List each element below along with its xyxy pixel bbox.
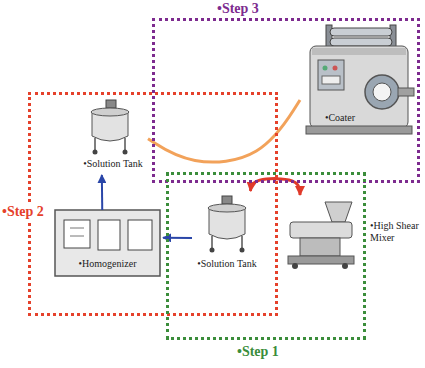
solution-tank-lower xyxy=(241,236,243,248)
solution-tank: •Solution Tank xyxy=(78,98,148,172)
coater-machine xyxy=(365,75,399,109)
coater-machine xyxy=(333,66,338,71)
solution-tank-upper xyxy=(93,150,98,155)
equipment-label: •Coater xyxy=(316,112,364,124)
step-heading: •Step 2 xyxy=(0,204,46,220)
coater-machine xyxy=(306,126,412,134)
homogenizer-machine xyxy=(98,220,120,250)
solution-tank-upper xyxy=(124,138,126,150)
solution-tank-upper xyxy=(106,100,116,108)
coater-machine xyxy=(330,38,392,46)
high-shear-mixer-machine xyxy=(300,238,340,256)
step-region: •Step 1•Solution Tank•High Shear Mixer xyxy=(166,172,366,340)
homogenizer-machine xyxy=(55,210,160,276)
solution-tank-upper xyxy=(123,150,128,155)
homogenizer-machine xyxy=(128,220,152,250)
high-shear-mixer: •High Shear Mixer xyxy=(283,198,420,272)
solution-tank: •Solution Tank xyxy=(192,194,262,272)
solution-tank-lower xyxy=(211,236,213,248)
solution-tank-lower xyxy=(209,208,245,239)
homogenizer-machine xyxy=(70,228,84,229)
coater-machine xyxy=(306,25,414,134)
coater-machine xyxy=(330,28,392,36)
coater-unit: •Coater xyxy=(300,25,412,150)
solution-tank-lower xyxy=(208,204,246,212)
coater-machine xyxy=(318,60,344,90)
step-region: •Step 3•Coater xyxy=(152,18,420,183)
coater-machine xyxy=(310,46,408,128)
high-shear-mixer-machine xyxy=(288,256,354,264)
coater-machine xyxy=(398,88,414,96)
homogenizer-machine xyxy=(64,220,90,248)
equipment-label: •Solution Tank xyxy=(192,258,262,270)
homogenizer-machine xyxy=(55,210,160,276)
solution-tank-lower xyxy=(240,248,245,253)
homogenizer-machine xyxy=(70,236,84,237)
solution-tank-upper xyxy=(91,108,129,116)
high-shear-mixer-machine xyxy=(290,222,352,238)
solution-tank-lower xyxy=(210,248,215,253)
high-shear-mixer-machine xyxy=(325,202,352,222)
equipment-label: •High Shear Mixer xyxy=(370,220,420,243)
step-heading: •Step 1 xyxy=(235,344,281,360)
solution-tank-lower xyxy=(222,196,232,204)
flow-connector xyxy=(101,175,103,210)
solution-tank-upper xyxy=(91,100,129,155)
homogenizer: •Homogenizer xyxy=(55,210,160,276)
step-region: •Step 2•Solution Tank•Homogenizer xyxy=(28,92,278,316)
solution-tank-upper xyxy=(94,138,96,150)
coater-machine xyxy=(373,83,391,101)
equipment-label: •Solution Tank xyxy=(78,158,148,170)
high-shear-mixer-machine xyxy=(342,263,348,269)
step-heading: •Step 3 xyxy=(215,1,261,17)
equipment-label: •Homogenizer xyxy=(55,258,160,270)
high-shear-mixer-machine xyxy=(292,263,298,269)
solution-tank-lower xyxy=(208,196,246,253)
high-shear-mixer-machine xyxy=(288,202,354,269)
coater-machine xyxy=(322,76,340,84)
coater-machine xyxy=(312,48,406,55)
coater-machine xyxy=(323,66,328,71)
